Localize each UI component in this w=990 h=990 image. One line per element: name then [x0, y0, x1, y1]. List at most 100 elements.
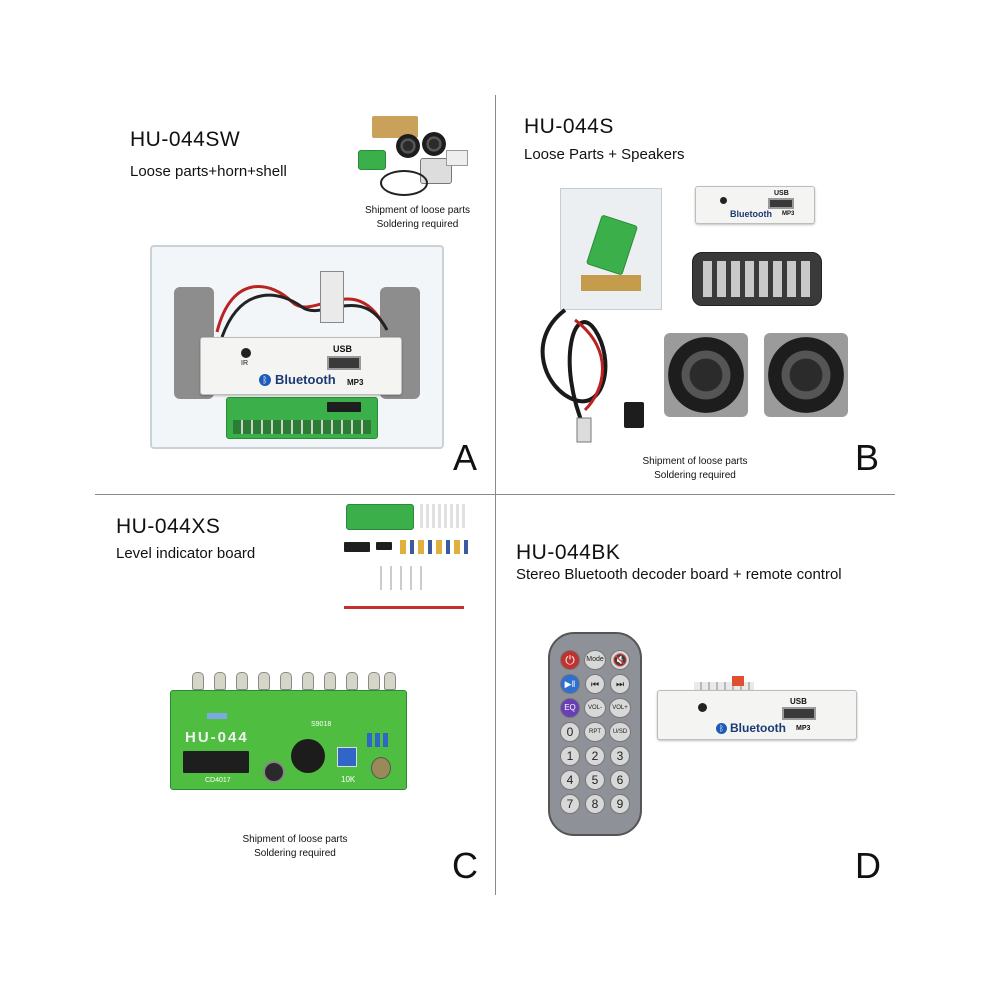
remote-button-5[interactable]: 5	[585, 770, 605, 790]
pcb-label: HU-044	[185, 729, 249, 746]
remote-button-mode[interactable]: Mode	[584, 650, 606, 670]
remote-button-rpt[interactable]: RPT	[584, 722, 606, 742]
standoff	[320, 271, 344, 323]
potentiometer-icon	[337, 747, 357, 767]
note-line: Soldering required	[376, 219, 459, 230]
note-line: Shipment of loose parts	[642, 456, 748, 467]
remote-button-4[interactable]: 4	[560, 770, 580, 790]
usb-label: USB	[333, 344, 353, 354]
play-pause-icon[interactable]: ▶‖	[560, 674, 580, 694]
led-icon	[192, 672, 204, 690]
mp3-label: MP3	[782, 211, 795, 217]
ir-receiver-icon	[241, 348, 251, 358]
panel-a-letter: A	[453, 437, 478, 478]
note-line: Shipment of loose parts	[242, 834, 348, 845]
note-line: Soldering required	[654, 470, 736, 481]
capacitor-icon	[371, 757, 391, 779]
panel-d-title: HU-044BK	[516, 541, 621, 564]
led-icon	[324, 672, 336, 690]
remote-button-1[interactable]: 1	[560, 746, 580, 766]
led-icon	[258, 672, 270, 690]
remote-button-0[interactable]: 0	[560, 722, 580, 742]
remote-button-8[interactable]: 8	[585, 794, 605, 814]
resistor-icon	[207, 713, 227, 719]
resistor-pack-icon	[367, 733, 389, 747]
transistor-label: S9018	[311, 721, 332, 728]
bluetooth-icon: ᛒ	[259, 374, 271, 386]
wire-thumb	[344, 606, 464, 609]
speaker-frame	[664, 333, 748, 417]
module-thumb	[446, 150, 468, 166]
ir-receiver-icon	[698, 703, 707, 712]
parts-bag	[560, 188, 662, 310]
cardboard-box	[372, 116, 418, 138]
panel-c-letter: C	[452, 845, 478, 886]
capacitor-icon	[263, 761, 285, 783]
resistors-thumb	[400, 540, 470, 554]
vertical-divider	[495, 95, 496, 895]
remote-button-vol-plus[interactable]: VOL+	[609, 698, 631, 718]
remote-button-6[interactable]: 6	[610, 770, 630, 790]
ir-receiver-icon	[720, 197, 727, 204]
panel-c-note: Shipment of loose parts Soldering requir…	[225, 833, 365, 861]
led-icon	[214, 672, 226, 690]
usb-port	[782, 707, 816, 720]
panel-b-title: HU-044S	[524, 115, 614, 138]
led-icon	[236, 672, 248, 690]
note-line: Shipment of loose parts	[364, 205, 471, 216]
remote-control: ⏻ Mode 🔇 ▶‖ ⏮ ⏭ EQ VOL- VOL+ 0 RPT U/SD …	[548, 632, 642, 836]
bluetooth-module: USB Bluetooth MP3	[695, 186, 815, 224]
speaker-icon	[668, 337, 744, 413]
ir-label: IR	[241, 360, 248, 367]
acrylic-speaker-box: IR USB ᛒ Bluetooth MP3	[150, 245, 444, 449]
speaker-icon	[396, 134, 420, 158]
panel-a-loose-parts-thumbnail	[350, 112, 470, 197]
pcb-in-bag	[585, 214, 639, 276]
remote-button-3[interactable]: 3	[610, 746, 630, 766]
usb-cable	[540, 308, 608, 443]
panel-c-title: HU-044XS	[116, 515, 221, 538]
mp3-label: MP3	[796, 725, 811, 732]
led-icon	[280, 672, 292, 690]
panel-b-note: Shipment of loose parts Soldering requir…	[625, 455, 765, 483]
panel-b-letter: B	[855, 437, 880, 478]
mute-icon[interactable]: 🔇	[610, 650, 630, 670]
panel-c-loose-parts-thumbnail	[340, 500, 475, 618]
remote-button-9[interactable]: 9	[610, 794, 630, 814]
panel-c-subtitle: Level indicator board	[116, 545, 256, 562]
small-remote	[692, 252, 822, 306]
remote-button-7[interactable]: 7	[560, 794, 580, 814]
usb-label: USB	[774, 190, 789, 197]
next-icon[interactable]: ⏭	[610, 674, 630, 694]
panel-a-subtitle: Loose parts+horn+shell	[130, 163, 287, 180]
led-icon	[346, 672, 358, 690]
pcb-body: HU-044 CD4017 S9018 10K	[170, 690, 407, 790]
amplifier-board	[226, 397, 378, 439]
ic-thumb	[344, 542, 370, 552]
remote-button-2[interactable]: 2	[585, 746, 605, 766]
connector-strip	[694, 682, 754, 690]
usb-port	[768, 198, 794, 209]
components-thumb	[380, 566, 430, 590]
remote-button-vol-minus[interactable]: VOL-	[584, 698, 606, 718]
remote-button-grid	[703, 261, 811, 297]
speaker-icon	[422, 132, 446, 156]
panel-a-note: Shipment of loose parts Soldering requir…	[345, 204, 490, 232]
power-icon[interactable]: ⏻	[560, 650, 580, 670]
remote-button-usd[interactable]: U/SD	[609, 722, 631, 742]
panel-a-title: HU-044SW	[130, 128, 241, 151]
led-icon	[384, 672, 396, 690]
ic-chip	[327, 402, 361, 412]
horizontal-divider	[95, 494, 895, 495]
bluetooth-icon: ᛒ	[716, 723, 727, 734]
mp3-label: MP3	[347, 378, 364, 387]
bluetooth-label: Bluetooth	[275, 372, 336, 387]
previous-icon[interactable]: ⏮	[585, 674, 605, 694]
led-icon	[368, 672, 380, 690]
terminal-strip	[233, 420, 371, 434]
ic-label: CD4017	[205, 777, 231, 784]
panel-b-subtitle: Loose Parts + Speakers	[524, 146, 685, 163]
panel-d-subtitle: Stereo Bluetooth decoder board + remote …	[516, 566, 842, 583]
level-indicator-board: HU-044 CD4017 S9018 10K	[170, 670, 407, 790]
eq-icon[interactable]: EQ	[560, 698, 580, 718]
